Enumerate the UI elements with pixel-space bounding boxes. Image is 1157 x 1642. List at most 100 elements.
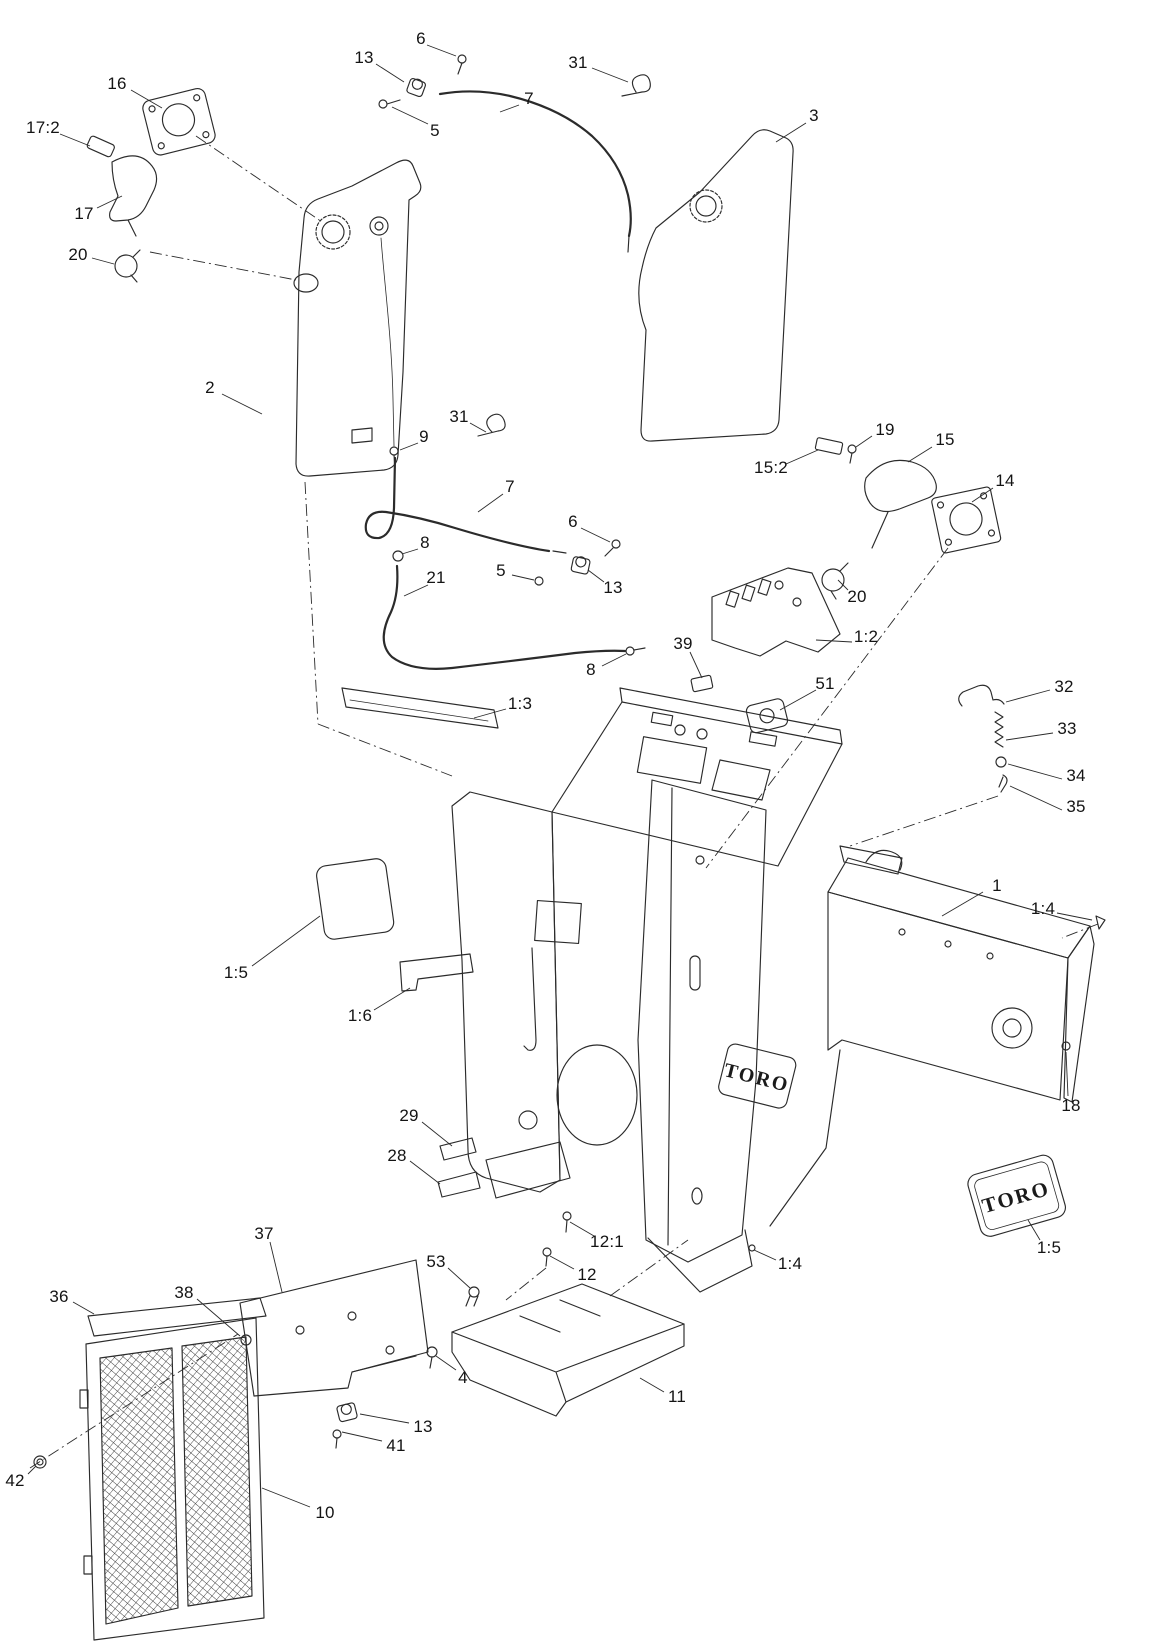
screw-5-top <box>378 99 401 109</box>
callout-16: 16 <box>107 74 127 93</box>
callout-13-mid: 13 <box>603 578 623 597</box>
callout-3: 3 <box>809 106 819 125</box>
callout-1-4-right: 1:4 <box>1030 899 1056 918</box>
screw-19 <box>847 444 857 464</box>
callout-41: 41 <box>386 1436 406 1455</box>
callout-6-top: 6 <box>416 29 426 48</box>
callout-1-2: 1:2 <box>853 627 879 646</box>
fuel-tank-right-3 <box>638 129 794 442</box>
spacer-15-2 <box>814 437 844 455</box>
fuel-tank-left-2 <box>293 159 422 477</box>
callout-17: 17 <box>74 204 94 223</box>
callout-13-bottom: 13 <box>413 1417 433 1436</box>
main-frame-1 <box>451 687 1106 1293</box>
callout-29: 29 <box>399 1106 419 1125</box>
callout-39: 39 <box>673 634 693 653</box>
callout-1-4-bottom: 1:4 <box>777 1254 803 1273</box>
hose-clamp-13-bottom <box>336 1402 358 1423</box>
toro-decal-1-5: TORO <box>967 1154 1067 1237</box>
washer-plate-51 <box>745 698 789 734</box>
callout-35: 35 <box>1066 797 1086 816</box>
clip-8-lower <box>625 646 635 656</box>
screw-41 <box>332 1429 342 1449</box>
callout-10: 10 <box>315 1503 335 1522</box>
bolt-4 <box>426 1346 438 1369</box>
callout-15-2: 15:2 <box>754 458 788 477</box>
callout-2: 2 <box>205 378 215 397</box>
fuel-hose-7-mid <box>364 456 567 554</box>
callout-4: 4 <box>458 1368 468 1387</box>
callout-36: 36 <box>49 1287 69 1306</box>
callout-14: 14 <box>995 471 1015 490</box>
belly-pan-11 <box>451 1283 685 1417</box>
callout-12: 12 <box>577 1265 597 1284</box>
callout-20-left: 20 <box>68 245 88 264</box>
svg-text:TORO: TORO <box>979 1176 1052 1218</box>
callout-11: 11 <box>667 1387 687 1406</box>
callout-32: 32 <box>1054 677 1074 696</box>
drain-hose-21 <box>382 564 646 670</box>
screw-6-mid <box>604 539 621 557</box>
callout-31-top: 31 <box>568 53 588 72</box>
callout-18: 18 <box>1061 1096 1081 1115</box>
callout-17-2: 17:2 <box>26 118 60 137</box>
hook-rod-32 <box>958 684 1005 707</box>
cable-tie-31-mid <box>477 413 506 437</box>
cotter-pin-35 <box>998 774 1008 793</box>
callout-9: 9 <box>419 427 429 446</box>
panel-37 <box>239 1259 429 1397</box>
bracket-17 <box>86 135 158 237</box>
callout-53: 53 <box>426 1252 446 1271</box>
callout-5-top: 5 <box>430 121 440 140</box>
callout-51: 51 <box>815 674 835 693</box>
spring-33 <box>994 711 1004 748</box>
bracket-15 <box>864 459 937 549</box>
bracket-29 <box>439 1137 477 1161</box>
fuel-hose-7-top <box>438 90 632 253</box>
callout-1-6: 1:6 <box>347 1006 373 1025</box>
washer-34 <box>995 756 1007 768</box>
callout-42: 42 <box>5 1471 25 1490</box>
bracket-28 <box>437 1141 571 1199</box>
callout-33: 33 <box>1057 719 1077 738</box>
bolt-42 <box>33 1455 47 1469</box>
callout-37: 37 <box>254 1224 274 1243</box>
leader-lines <box>27 44 1093 1508</box>
grille-screen-10 <box>79 1317 265 1641</box>
callout-34: 34 <box>1066 766 1086 785</box>
hose-clamp-13-mid <box>570 556 591 575</box>
hose-clamp-20-left <box>114 249 141 283</box>
callout-15: 15 <box>935 430 955 449</box>
callout-28: 28 <box>387 1146 407 1165</box>
cable-tie-31-top <box>621 74 651 97</box>
callout-7-top: 7 <box>524 89 534 108</box>
heat-shield-1-2 <box>711 567 841 657</box>
callout-1: 1 <box>992 876 1002 895</box>
screw-12 <box>542 1247 552 1267</box>
callout-38: 38 <box>174 1283 194 1302</box>
trim-strip-1-3 <box>341 687 499 729</box>
callout-1-5-left: 1:5 <box>223 963 249 982</box>
callout-12-1: 12:1 <box>590 1232 624 1251</box>
callout-13-top: 13 <box>354 48 374 67</box>
callout-8-lower: 8 <box>586 660 596 679</box>
callout-1-3: 1:3 <box>507 694 533 713</box>
screw-6-top <box>457 54 467 75</box>
cap-plate-14 <box>931 486 1002 554</box>
cap-plate-16 <box>142 87 216 156</box>
callout-6-mid: 6 <box>568 512 578 531</box>
hose-clamp-13-top <box>406 78 426 98</box>
screw-12-1 <box>562 1211 572 1233</box>
bushing-53 <box>465 1286 480 1307</box>
callout-8-upper: 8 <box>420 533 430 552</box>
spacer-39 <box>690 674 714 693</box>
hose-clamp-20-right <box>821 562 849 600</box>
callout-5-mid: 5 <box>496 561 506 580</box>
screw-5-mid <box>534 576 544 586</box>
callout-21: 21 <box>426 568 446 587</box>
vent-tube-9 <box>380 237 395 447</box>
assembly-axes <box>29 135 1099 1469</box>
callout-19: 19 <box>875 420 895 439</box>
